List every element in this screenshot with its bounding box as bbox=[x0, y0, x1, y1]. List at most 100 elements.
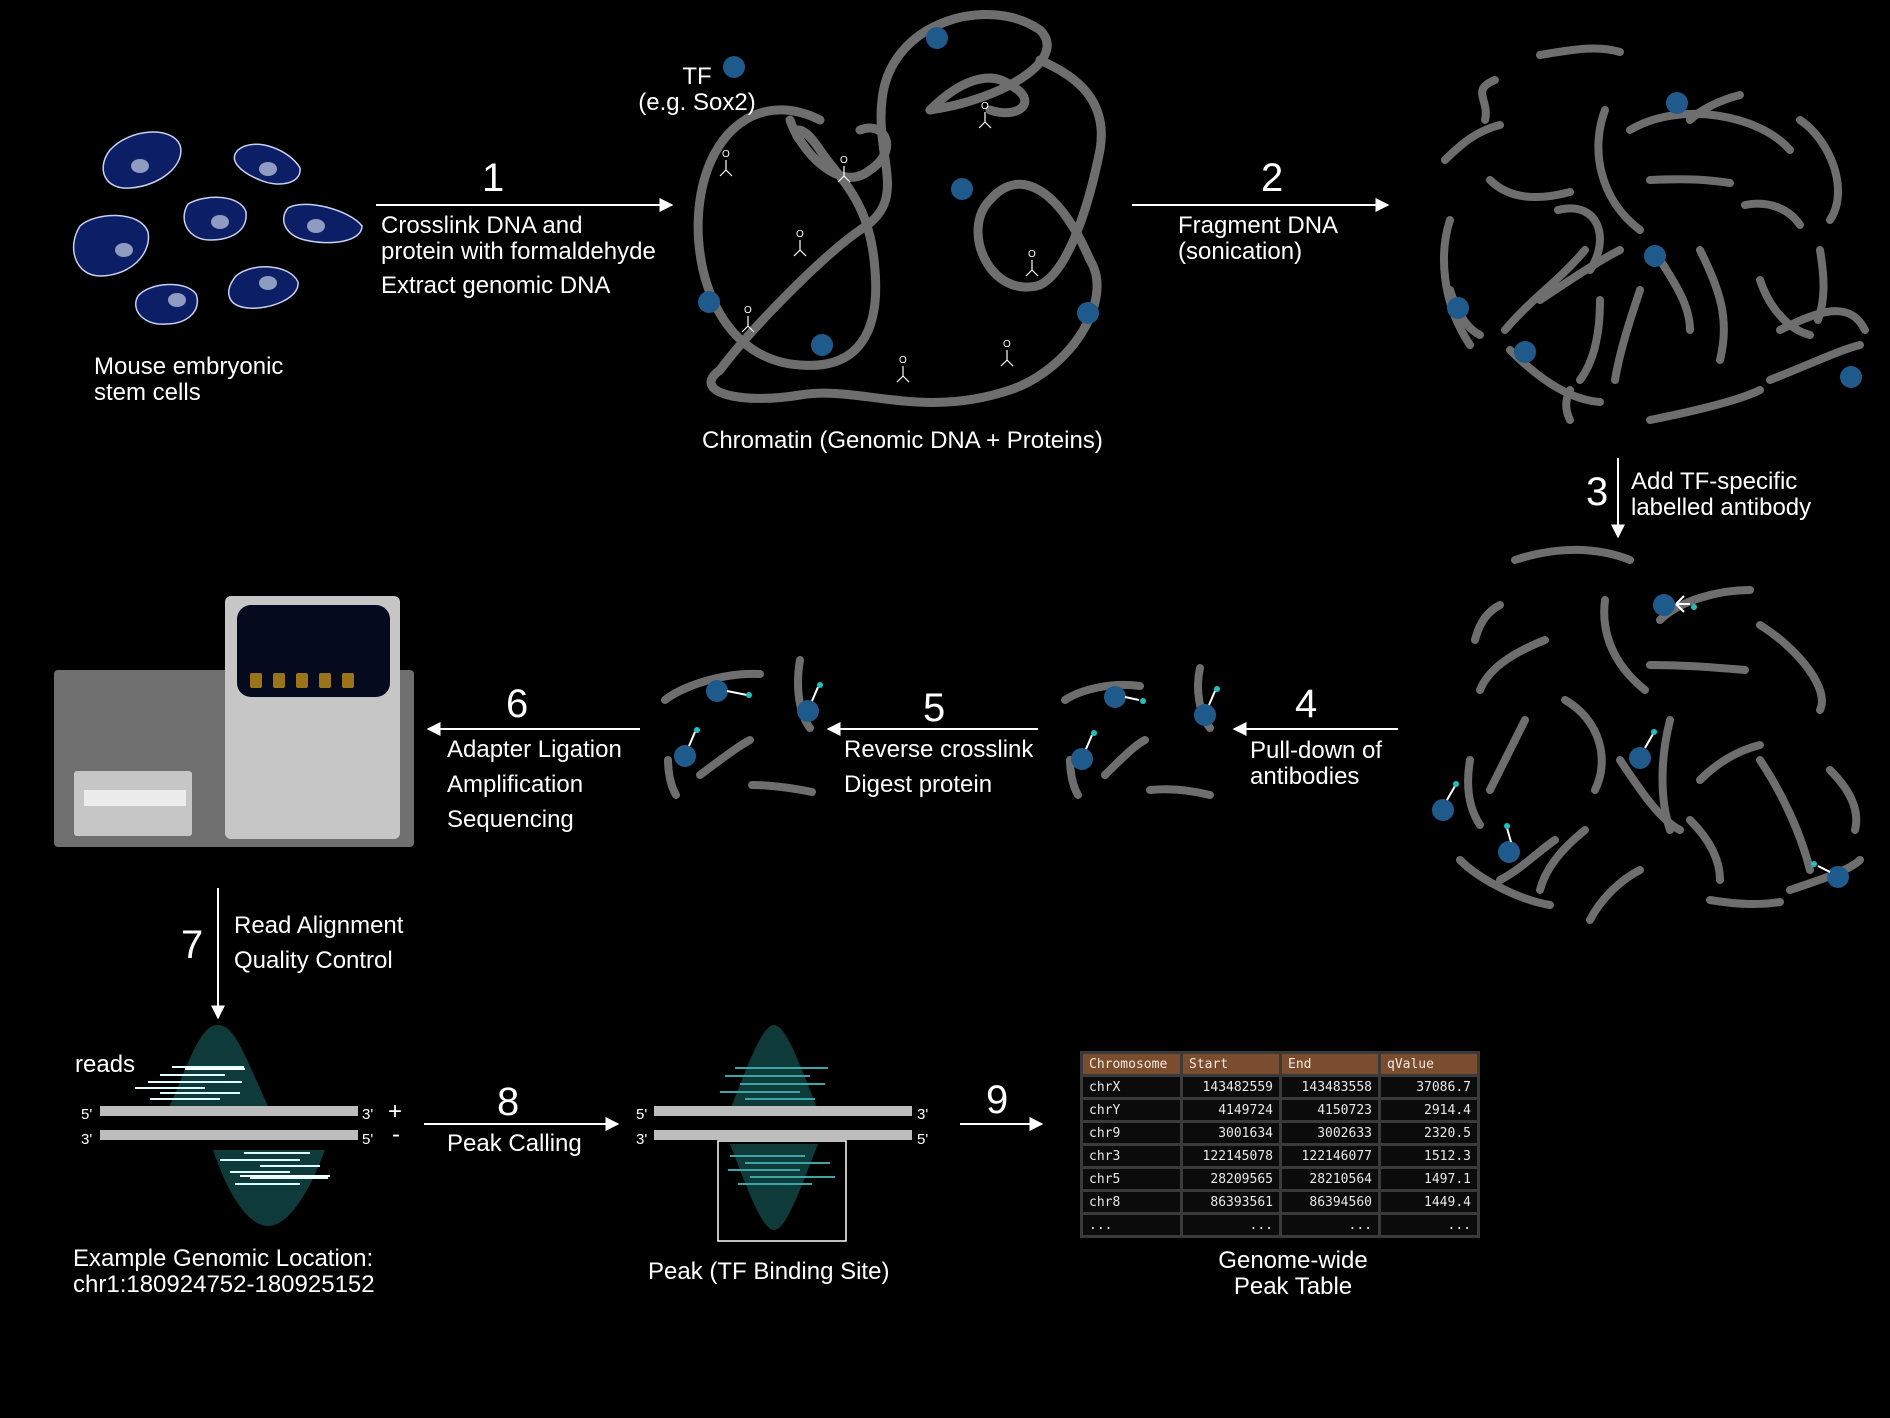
column-header: Chromosome bbox=[1083, 1054, 1180, 1074]
stem-cell bbox=[72, 214, 150, 277]
step-2-text: Fragment DNA(sonication) bbox=[1178, 212, 1339, 265]
atom-o: O bbox=[796, 229, 804, 240]
table-cell: 1512.3 bbox=[1381, 1146, 1477, 1166]
table-cell: 3002633 bbox=[1282, 1123, 1378, 1143]
peak-five-prime-bottom: 5' bbox=[917, 1131, 929, 1148]
table-cell: 122146077 bbox=[1282, 1146, 1378, 1166]
antibody-labelled-dna-group bbox=[1456, 545, 1864, 924]
read-alignment bbox=[100, 1025, 358, 1226]
atom-o: O bbox=[1003, 339, 1011, 350]
fragmented-dna-group bbox=[1440, 44, 1869, 424]
peak-label: Peak (TF Binding Site) bbox=[648, 1258, 890, 1285]
table-cell: chrY bbox=[1083, 1100, 1180, 1120]
table-cell: 28210564 bbox=[1282, 1169, 1378, 1189]
table-cell: 122145078 bbox=[1183, 1146, 1279, 1166]
atom-o: O bbox=[840, 155, 848, 166]
table-cell: ... bbox=[1282, 1215, 1378, 1235]
peak-calling bbox=[654, 1025, 912, 1242]
pulled-down-fragments bbox=[1061, 664, 1214, 799]
table-cell: 37086.7 bbox=[1381, 1077, 1477, 1097]
reverse-crosslink-fragments bbox=[661, 656, 816, 799]
table-cell: ... bbox=[1083, 1215, 1180, 1235]
cell-nucleus bbox=[259, 276, 277, 290]
cell-nucleus bbox=[307, 219, 325, 233]
peak-five-prime-top: 5' bbox=[636, 1106, 648, 1123]
cell-nucleus bbox=[131, 159, 149, 173]
step-1-number: 1 bbox=[482, 156, 505, 200]
table-cell: 143483558 bbox=[1282, 1077, 1378, 1097]
step-6-number: 6 bbox=[506, 682, 529, 726]
workflow-arrows bbox=[211, 198, 1625, 1131]
atom-o: O bbox=[722, 149, 730, 160]
genomic-location-label: Example Genomic Location:chr1:180924752-… bbox=[73, 1245, 375, 1298]
peak-three-prime-top: 3' bbox=[917, 1106, 929, 1123]
table-cell: 143482559 bbox=[1183, 1077, 1279, 1097]
cell-nucleus bbox=[168, 293, 186, 307]
five-prime-top-left: 5' bbox=[81, 1106, 93, 1123]
chromatin-group bbox=[693, 10, 1106, 407]
table-cell: 3001634 bbox=[1183, 1123, 1279, 1143]
step-2-number: 2 bbox=[1261, 156, 1284, 200]
tf-label: TF(e.g. Sox2) bbox=[638, 63, 756, 116]
step-8-text: Peak Calling bbox=[447, 1130, 582, 1157]
table-cell: 2320.5 bbox=[1381, 1123, 1477, 1143]
table-cell: chr9 bbox=[1083, 1123, 1180, 1143]
step-4-number: 4 bbox=[1295, 682, 1318, 726]
table-cell: chrX bbox=[1083, 1077, 1180, 1097]
table-cell: chr3 bbox=[1083, 1146, 1180, 1166]
step-5-number: 5 bbox=[923, 686, 946, 730]
reverse-crosslink-proteins bbox=[674, 680, 823, 767]
table-cell: ... bbox=[1183, 1215, 1279, 1235]
atom-o: O bbox=[1028, 249, 1036, 260]
three-prime-bottom-left: 3' bbox=[81, 1131, 93, 1148]
stem-cells-group bbox=[72, 131, 363, 325]
table-cell: 86394560 bbox=[1282, 1192, 1378, 1212]
formaldehyde-molecules bbox=[719, 112, 1039, 383]
table-cell: 4150723 bbox=[1282, 1100, 1378, 1120]
column-header: qValue bbox=[1381, 1054, 1477, 1074]
step-3-number: 3 bbox=[1586, 470, 1609, 514]
cell-nucleus bbox=[211, 215, 229, 229]
step-9-number: 9 bbox=[986, 1078, 1009, 1122]
table-cell: 1497.1 bbox=[1381, 1169, 1477, 1189]
atom-o: O bbox=[899, 355, 907, 366]
fragmented-tf-proteins bbox=[1447, 92, 1862, 388]
three-prime-top-right: 3' bbox=[362, 1106, 374, 1123]
peak-table-header: Chromosome Start End qValue bbox=[1083, 1054, 1477, 1074]
table-cell: 86393561 bbox=[1183, 1192, 1279, 1212]
atom-o: O bbox=[981, 101, 989, 112]
antibody-tf-proteins bbox=[1432, 594, 1849, 888]
chromatin-label: Chromatin (Genomic DNA + Proteins) bbox=[702, 427, 1103, 454]
antibodies bbox=[1446, 595, 1831, 873]
strand-minus: - bbox=[392, 1121, 400, 1148]
five-prime-bottom-right: 5' bbox=[362, 1131, 374, 1148]
table-cell: 1449.4 bbox=[1381, 1192, 1477, 1212]
step-7-number: 7 bbox=[181, 923, 204, 967]
atom-o: O bbox=[744, 305, 752, 316]
column-header: Start bbox=[1183, 1054, 1279, 1074]
peak-three-prime-bottom: 3' bbox=[636, 1131, 648, 1148]
pulled-down-proteins bbox=[1071, 686, 1220, 770]
cell-nucleus bbox=[259, 162, 277, 176]
stem-cell bbox=[135, 283, 199, 325]
table-cell: 28209565 bbox=[1183, 1169, 1279, 1189]
sequencer-machine bbox=[54, 596, 414, 847]
reads-label: reads bbox=[75, 1051, 136, 1078]
strand-plus: + bbox=[388, 1098, 403, 1125]
